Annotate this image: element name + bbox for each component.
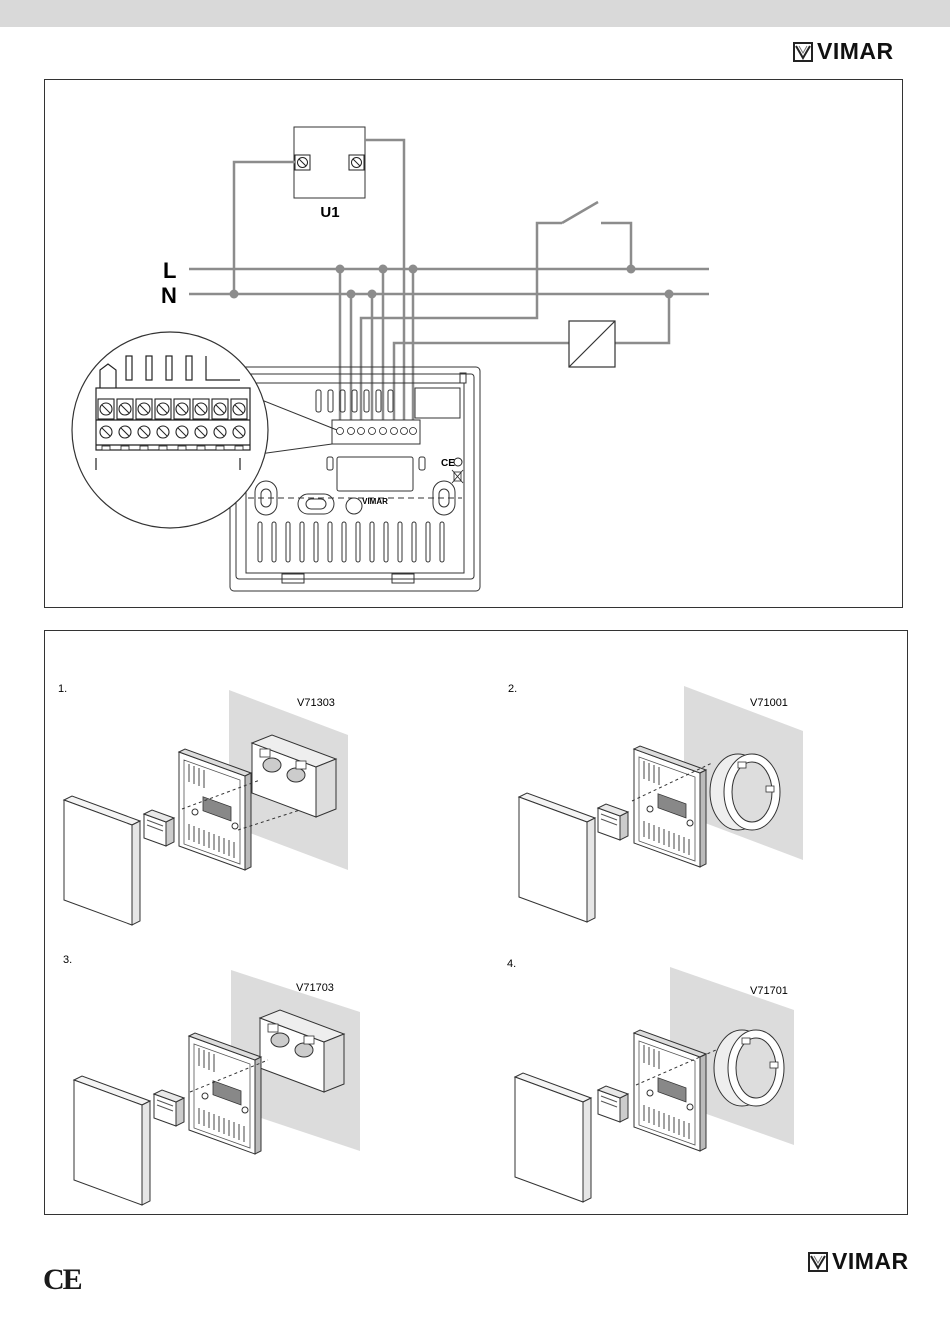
- step-3-code: V71703: [296, 982, 334, 994]
- step-4-number: 4.: [507, 958, 516, 970]
- wiring-diagram: U1 L N: [44, 79, 903, 608]
- wires: [189, 140, 709, 420]
- device-brand: VIMAR: [362, 497, 388, 506]
- waste-bin-icon: [452, 470, 463, 483]
- vimar-v-icon: [808, 1252, 828, 1272]
- step-3-illustration: [74, 970, 360, 1205]
- step-1-number: 1.: [58, 683, 67, 695]
- magnified-terminal-view: [72, 332, 268, 528]
- brand-name: VIMAR: [832, 1248, 909, 1275]
- device-back-plate: [230, 367, 480, 591]
- step-1-code: V71303: [297, 697, 335, 709]
- vimar-v-icon: [793, 42, 813, 62]
- step-4-illustration: [515, 967, 794, 1202]
- installation-panel: 1. V71303 2. V71001 3. V71703: [44, 630, 908, 1215]
- vimar-logo-top: VIMAR: [793, 38, 894, 65]
- neutral-label: N: [161, 283, 177, 308]
- switch-contact: [562, 202, 598, 223]
- u1-label: U1: [320, 204, 339, 221]
- step-3-number: 3.: [63, 954, 72, 966]
- u1-module: U1: [294, 127, 365, 221]
- device-ce: CE: [441, 458, 455, 469]
- line-label: L: [163, 258, 176, 283]
- step-2-illustration: [519, 686, 803, 922]
- converter-box: [569, 321, 615, 367]
- wiring-diagram-panel: U1 L N: [44, 79, 903, 608]
- step-1-illustration: [64, 690, 348, 925]
- installation-diagrams: 1. V71303 2. V71001 3. V71703: [44, 630, 908, 1215]
- step-2-code: V71001: [750, 697, 788, 709]
- recycle-icon: [454, 458, 462, 466]
- ce-mark: CE: [43, 1263, 81, 1297]
- step-2-number: 2.: [508, 683, 517, 695]
- top-bar: [0, 0, 950, 27]
- vimar-logo-bottom: VIMAR: [808, 1248, 909, 1275]
- brand-name: VIMAR: [817, 38, 894, 65]
- step-4-code: V71701: [750, 985, 788, 997]
